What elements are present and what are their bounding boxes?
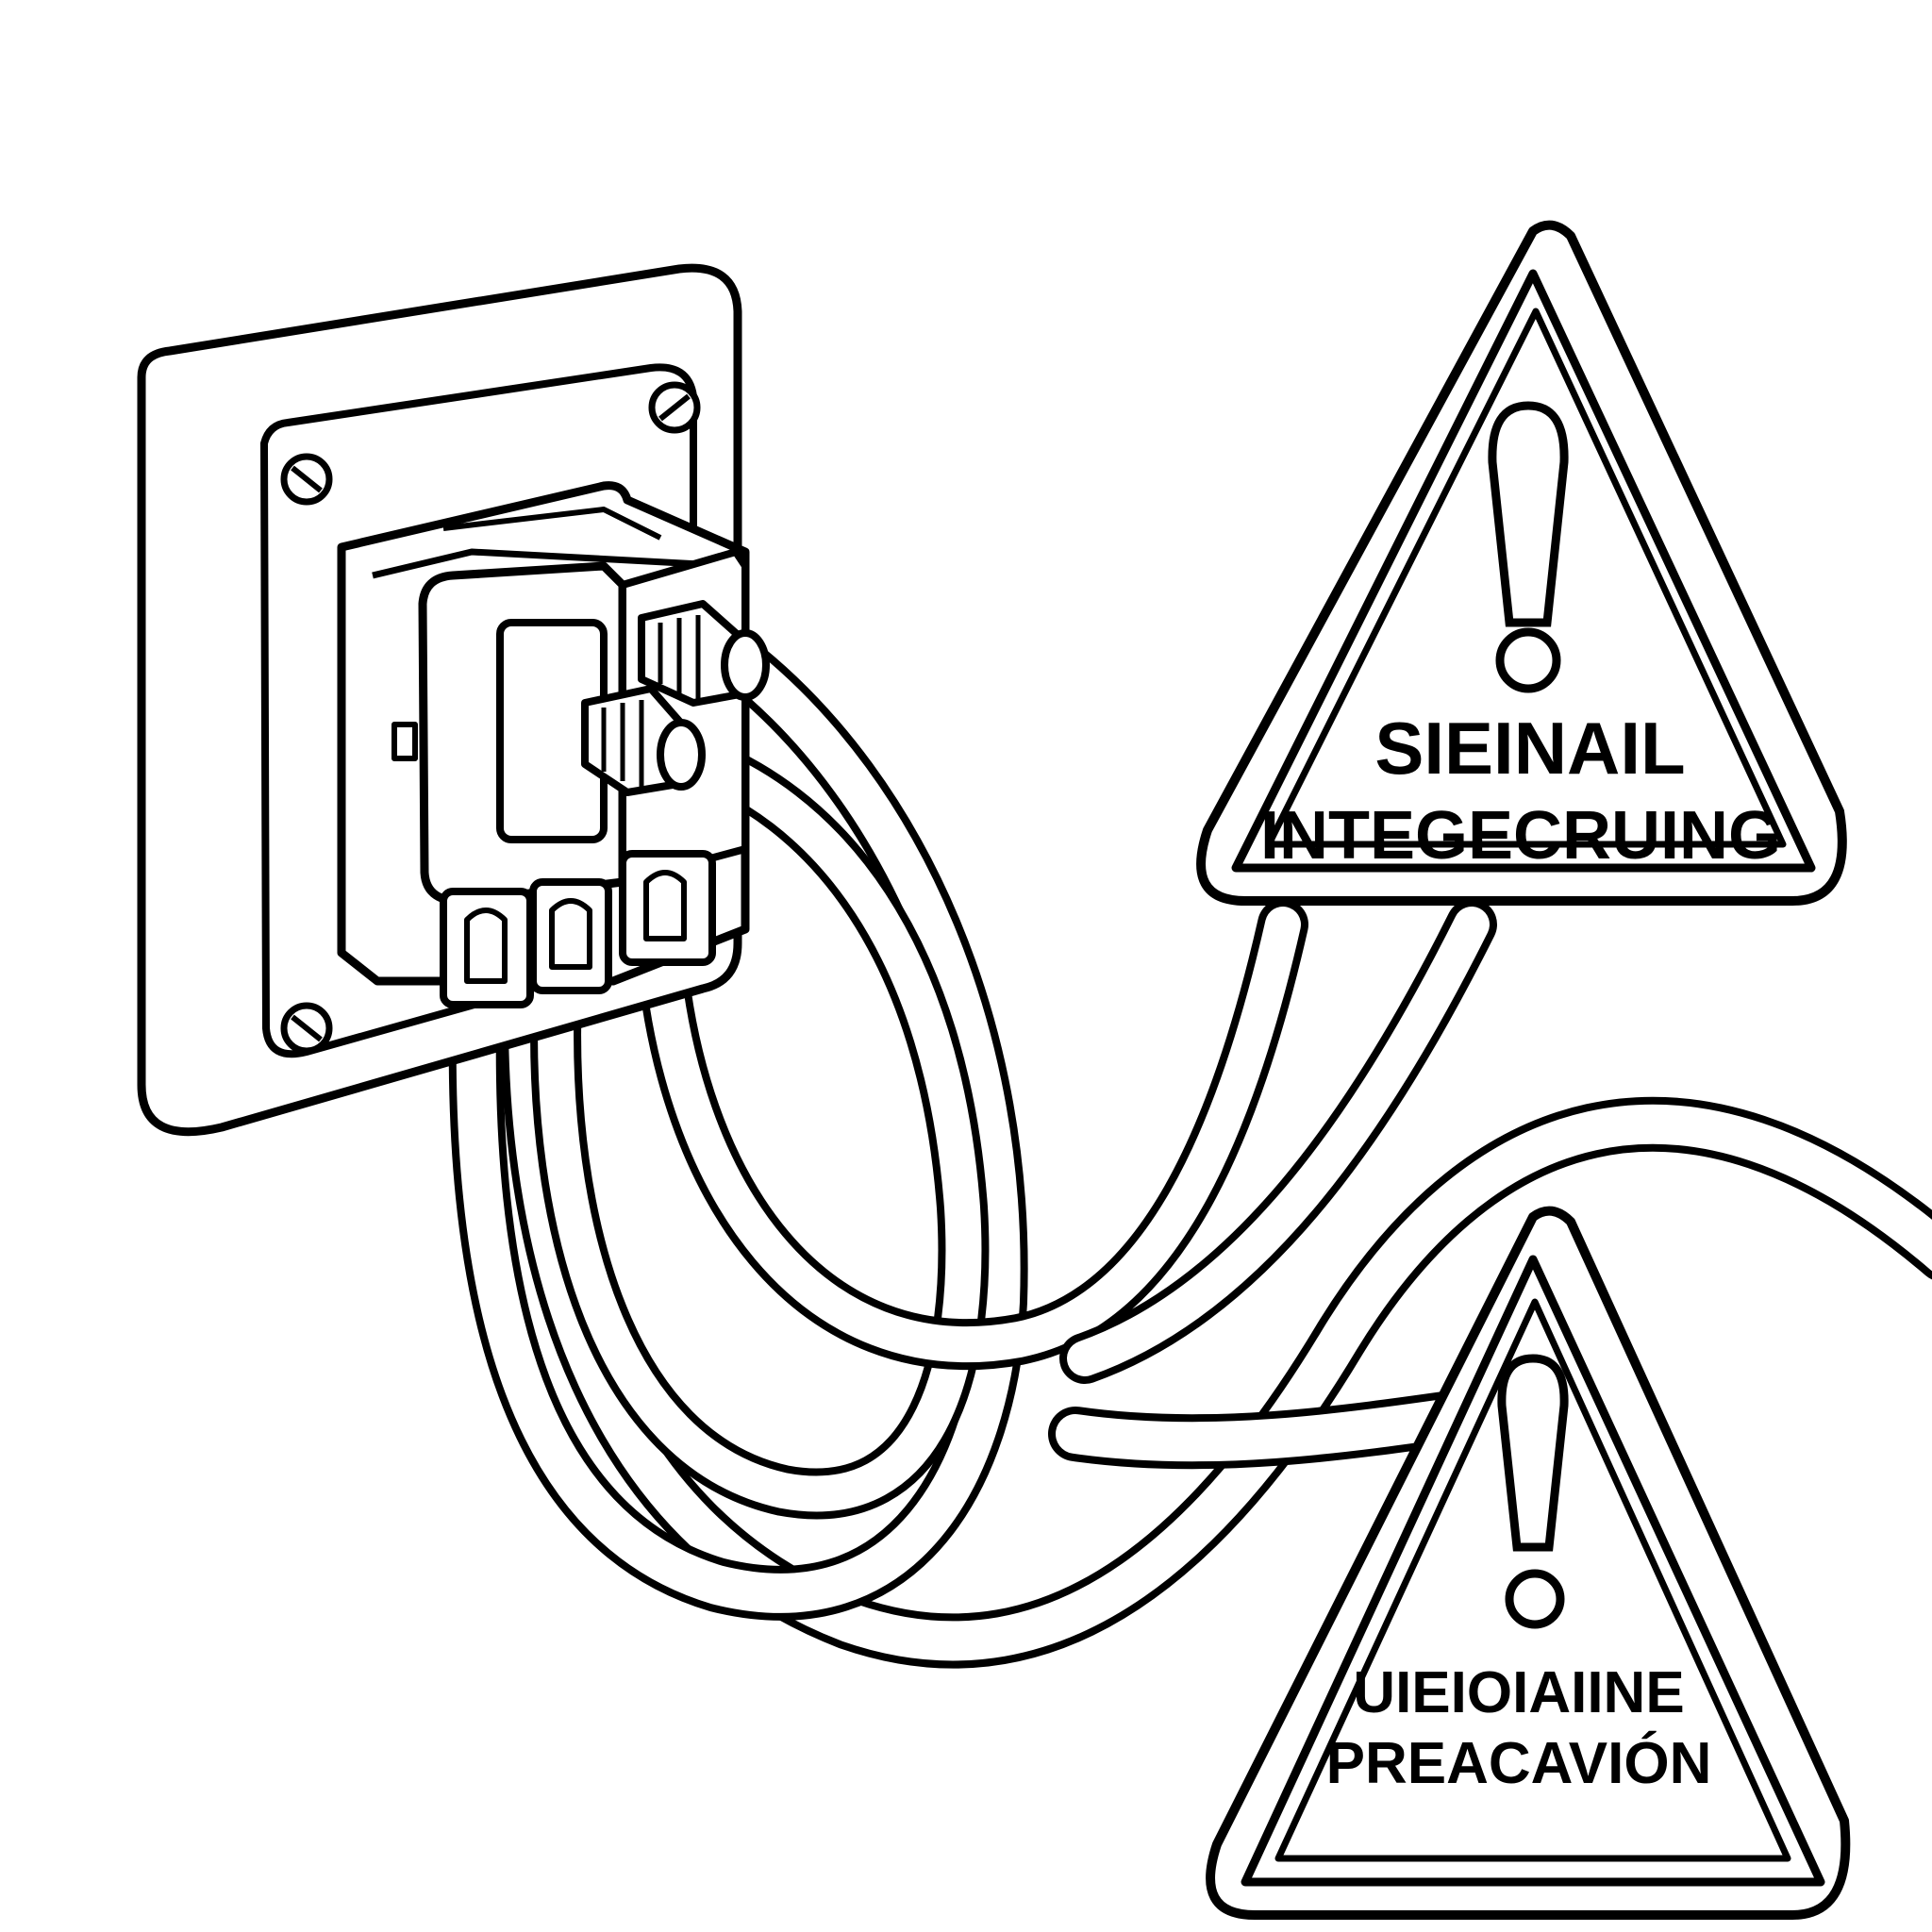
sign-lower-line1: UIEIOIAIINE	[1353, 1660, 1684, 1725]
cable-behind-lower-sign	[1048, 1388, 1499, 1470]
sign-upper-line2: INTEGECRUING	[1260, 798, 1781, 874]
cable-loop-1	[448, 633, 1028, 1621]
plug-lower	[581, 685, 706, 796]
cable-to-upper-sign-2	[1059, 899, 1497, 1384]
screw-icon	[280, 1002, 333, 1055]
cable-to-upper-sign	[635, 899, 1308, 1371]
sign-upper-line1: SIEINAIL	[1374, 707, 1685, 790]
cable-bundle	[448, 633, 1932, 1669]
exclamation-icon	[1497, 1354, 1569, 1629]
plug-boot-3	[619, 850, 716, 966]
sign-lower-line2: PREACAVIÓN	[1326, 1731, 1712, 1796]
plug-boot-1	[440, 888, 534, 1008]
cable-long-right	[501, 991, 1932, 1669]
plug-upper	[638, 600, 770, 707]
warning-sign-upper: SIEINAIL INTEGECRUING	[1196, 220, 1847, 906]
exclamation-icon	[1488, 401, 1569, 693]
wall-outlet-icon	[137, 263, 770, 1137]
screw-icon	[648, 381, 701, 434]
screw-icon	[280, 453, 333, 506]
cable-loop-2	[530, 729, 990, 1520]
plug-boot-2	[529, 878, 612, 994]
warning-triangle-icon	[1206, 1206, 1851, 1920]
warning-sign-lower: UIEIOIAIINE PREACAVIÓN	[1206, 1206, 1851, 1920]
